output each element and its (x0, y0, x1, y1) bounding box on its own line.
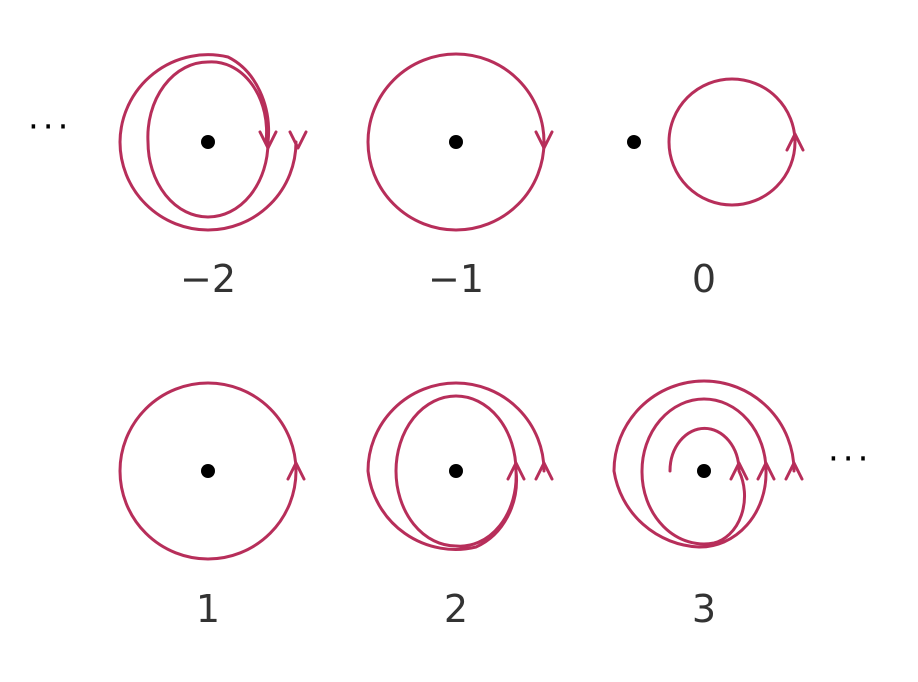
base-point (449, 135, 463, 149)
curve-winding-minus-2 (118, 53, 298, 232)
curve-winding-1 (118, 381, 298, 561)
winding-label: 3 (692, 587, 716, 631)
winding-label: −2 (180, 257, 236, 301)
curve-group-2 (366, 381, 554, 551)
base-point (201, 135, 215, 149)
curve-group-1 (118, 381, 306, 561)
arrowhead (784, 461, 804, 481)
winding-label: 0 (692, 257, 716, 301)
winding-label: 2 (444, 587, 468, 631)
base-point (697, 464, 711, 478)
arrowhead (729, 461, 749, 481)
curve-winding-3 (612, 379, 796, 549)
curve-group-0 (627, 77, 805, 207)
arrowhead (258, 130, 278, 150)
ellipsis-left: ··· (28, 107, 72, 147)
curve-winding-2 (366, 381, 546, 551)
base-point (201, 464, 215, 478)
arrowhead (506, 461, 526, 481)
winding-label: −1 (428, 257, 484, 301)
winding-label: 1 (196, 587, 220, 631)
arrowhead (534, 461, 554, 481)
arrowhead (286, 461, 306, 481)
curve-winding-minus-1 (366, 52, 546, 232)
arrowhead (534, 130, 554, 150)
base-point (449, 464, 463, 478)
curve-group-minus-2 (118, 53, 308, 232)
curve-group-3 (612, 379, 804, 549)
arrowhead (756, 461, 776, 481)
ellipsis-right: ··· (828, 439, 872, 479)
curve-winding-0 (667, 77, 797, 207)
arrowhead (785, 132, 805, 152)
curve-group-minus-1 (366, 52, 554, 232)
arrowhead (288, 130, 308, 150)
base-point (627, 135, 641, 149)
